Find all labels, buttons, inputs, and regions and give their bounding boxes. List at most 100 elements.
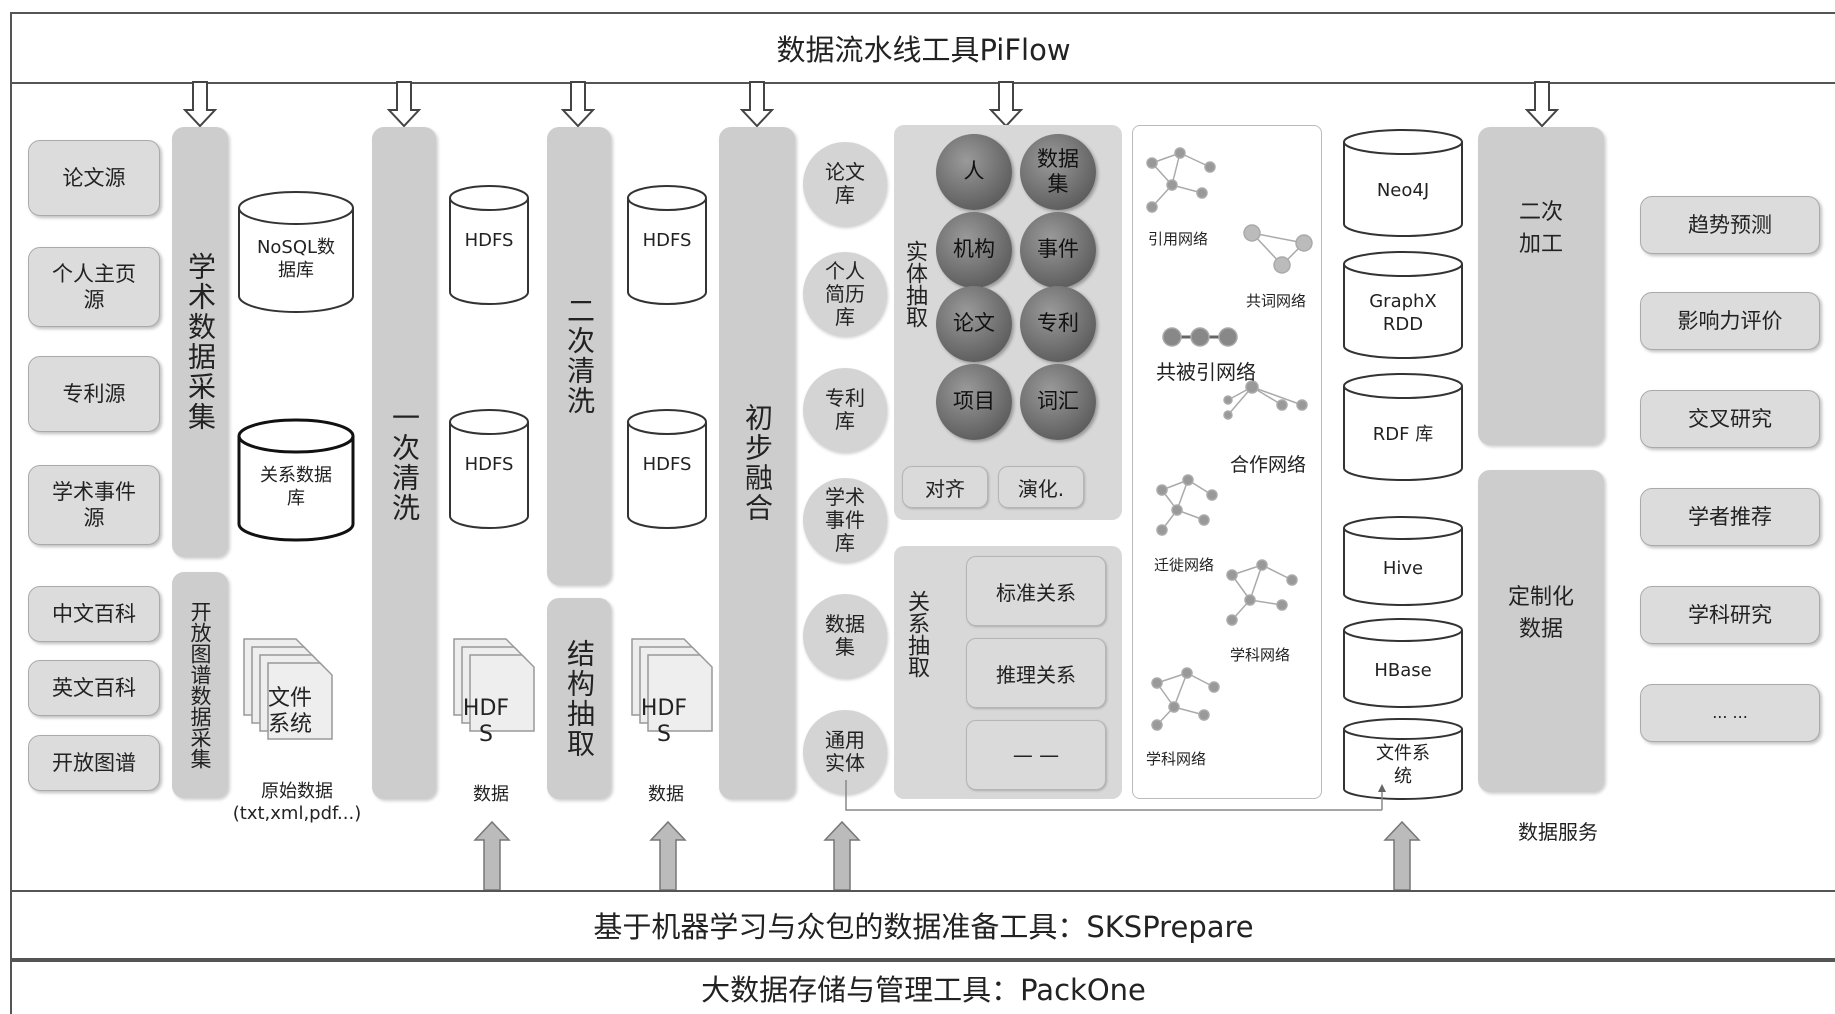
filesystem-label: 文件系统 [1376,742,1430,787]
piflow-bar: 数据流水线工具PiFlow [10,12,1835,84]
source-open-kg: 开放图谱 [28,735,160,791]
networks-panel [1132,125,1322,799]
hdfs-cylinder-1b: HDFS [448,408,530,532]
hdfs-cylinder-1a: HDFS [448,184,530,308]
rdf-cylinder: RDF 库 [1342,372,1464,484]
arrow-up-icon [1383,820,1421,891]
hive-cylinder: Hive [1342,516,1464,608]
struct-extraction-label: 结构抽取 [563,638,596,759]
data-caption-2: 数据 [648,784,684,805]
hdfs-label: HDFS [464,454,514,476]
source-homepage: 个人主页源 [28,247,160,327]
custom-data-label: 定制化数据 [1507,585,1574,642]
network-collab-label: 合作网络 [1230,454,1307,476]
inferred-relation: 推理关系 [966,638,1106,708]
hbase-label: HBase [1374,660,1432,682]
data-service-label: 数据服务 [1518,820,1598,844]
down-arrows [182,81,1560,128]
relational-db-label: 关系数据库 [260,464,332,509]
source-patent: 专利源 [28,356,160,432]
entity-extraction-label: 实体抽取 [902,240,927,328]
network-discipline-label: 学科网络 [1230,646,1291,664]
standard-relation: 标准关系 [966,556,1106,626]
struct-extraction-bar: 结构抽取 [547,598,611,799]
sksprepare-bar: 基于机器学习与众包的数据准备工具：SKSPrepare [10,890,1835,960]
kg-acquisition-bar: 开放图谱数据采集 [172,572,228,798]
hdfs-cylinder-2b: HDFS [626,408,708,532]
library-resume: 个人简历库 [803,252,887,336]
app-cross: 交叉研究 [1640,390,1820,448]
source-en-wiki: 英文百科 [28,660,160,716]
evolve-op: 演化. [998,466,1084,508]
secondary-processing-label: 二次加工 [1518,200,1563,257]
cleaning2-bar: 二次清洗 [547,127,611,585]
hdfs-label: HDFS [642,454,692,476]
relation-more: — — [966,720,1106,790]
entity-person: 人 [936,134,1012,210]
file-system-label: 文件系统 [267,686,312,738]
filesystem-cylinder: 文件系统 [1342,718,1464,802]
raw-data-caption: 原始数据(txt,xml,pdf...) [232,781,362,824]
hdfs-docs-icon [453,638,535,732]
hdfs-docs-label: HDFS [640,696,688,748]
kg-acquisition-label: 开放图谱数据采集 [188,601,212,769]
arrow-down-icon [560,81,596,128]
network-graph-icons [1146,147,1313,731]
source-paper: 论文源 [28,140,160,216]
file-system-docs-icon [243,638,333,740]
arrow-up-icon [649,820,687,891]
rdf-label: RDF 库 [1372,424,1434,446]
source-event: 学术事件源 [28,465,160,545]
hdfs-cylinder-2a: HDFS [626,184,708,308]
nosql-db-cylinder: NoSQL数据库 [237,190,355,314]
library-paper: 论文库 [803,142,887,226]
arrow-up-icon [823,820,861,891]
custom-data-box: 定制化数据 [1478,470,1604,792]
graphx-cylinder: GraphX RDD [1342,250,1464,362]
cleaning1-label: 一次清洗 [388,403,421,523]
graphx-label: GraphX RDD [1369,290,1437,335]
network-migration-label: 迁徙网络 [1154,556,1215,574]
app-discipline: 学科研究 [1640,586,1820,644]
arrow-down-icon [386,81,422,128]
fusion-bar: 初步融合 [719,127,795,799]
relation-extraction-label: 关系抽取 [904,590,929,678]
network-cocitation-label: 共被引网络 [1156,360,1256,384]
library-patent: 专利库 [803,368,887,452]
network-citation-label: 引用网络 [1148,230,1209,248]
source-zh-wiki: 中文百科 [28,586,160,642]
packone-bar: 大数据存储与管理工具：PackOne [10,960,1835,1014]
entity-paper: 论文 [936,286,1012,362]
hdfs-label: HDFS [642,230,692,252]
hive-label: Hive [1382,558,1424,580]
entity-project: 项目 [936,364,1012,440]
academic-acquisition-bar: 学术数据采集 [172,127,228,557]
hdfs-docs-icon [631,638,713,732]
data-service-connector [845,780,1386,811]
entity-org: 机构 [936,212,1012,288]
up-arrows [473,820,1421,891]
data-caption-1: 数据 [473,784,509,805]
arrow-down-icon [988,81,1024,128]
secondary-processing-box: 二次加工 [1478,127,1604,445]
hdfs-label: HDFS [464,230,514,252]
arrow-down-icon [182,81,218,128]
entity-vocab: 词汇 [1020,364,1096,440]
library-event: 学术事件库 [803,478,887,562]
cleaning2-label: 二次清洗 [563,296,596,416]
entity-event: 事件 [1020,212,1096,288]
entity-dataset: 数据集 [1020,134,1096,210]
neo4j-cylinder: Neo4J [1342,128,1464,240]
app-more: ... ... [1640,684,1820,742]
hdfs-docs-label: HDFS [462,696,510,748]
library-general-entity: 通用实体 [803,710,887,794]
fusion-label: 初步融合 [741,403,774,523]
library-dataset: 数据集 [803,594,887,678]
neo4j-label: Neo4J [1376,180,1430,202]
app-trend: 趋势预测 [1640,196,1820,254]
academic-acquisition-label: 学术数据采集 [184,252,217,432]
arrow-up-icon [473,820,511,891]
relational-db-cylinder: 关系数据库 [237,418,355,542]
arrow-down-icon [739,81,775,128]
